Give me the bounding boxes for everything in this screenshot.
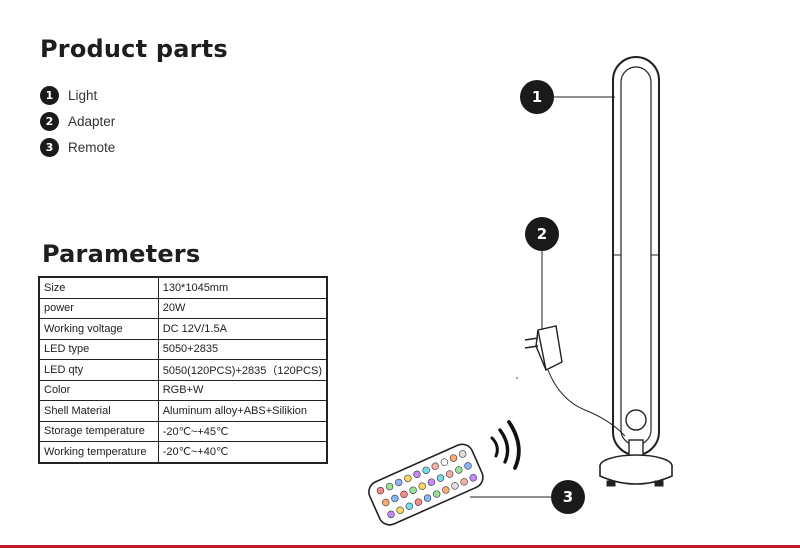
part-label: Remote [68, 139, 116, 155]
remote-illustration [368, 443, 484, 526]
parts-list-item: 1 Light [40, 82, 115, 108]
callout-badge-3: 3 [551, 480, 585, 514]
number-badge: 2 [40, 111, 59, 131]
param-value: Aluminum alloy+ABS+Silikion [157, 400, 328, 422]
table-row: Working temperature-20℃~+40℃ [38, 441, 328, 463]
part-label: Light [68, 87, 98, 103]
param-key: Color [38, 379, 159, 401]
part-label: Adapter [68, 113, 116, 129]
param-value: RGB+W [157, 379, 328, 401]
bottom-accent-line [0, 545, 800, 548]
param-value: DC 12V/1.5A [157, 318, 328, 340]
parameters-heading: Parameters [42, 240, 201, 268]
param-key: LED type [38, 338, 159, 360]
param-key: Size [38, 276, 159, 299]
number-badge: 3 [40, 137, 59, 157]
param-key: Working temperature [38, 441, 159, 463]
table-row: Storage temperature-20℃~+45℃ [38, 420, 328, 442]
callout-badge-2: 2 [525, 217, 559, 251]
signal-waves-icon [490, 420, 521, 470]
param-key: Storage temperature [38, 420, 159, 442]
parts-list-item: 2 Adapter [40, 108, 115, 134]
adapter-illustration [524, 325, 626, 437]
parts-list-item: 3 Remote [40, 134, 115, 160]
callout-badge-1: 1 [520, 80, 554, 114]
parts-list: 1 Light 2 Adapter 3 Remote [40, 82, 115, 160]
number-badge: 1 [40, 85, 59, 105]
callout-leaders [470, 96, 615, 498]
param-value: -20℃~+40℃ [157, 441, 328, 463]
param-key: Shell Material [38, 400, 159, 422]
param-value: 130*1045mm [157, 276, 328, 299]
floor-lamp-illustration [599, 56, 673, 487]
product-parts-heading: Product parts [40, 35, 228, 63]
